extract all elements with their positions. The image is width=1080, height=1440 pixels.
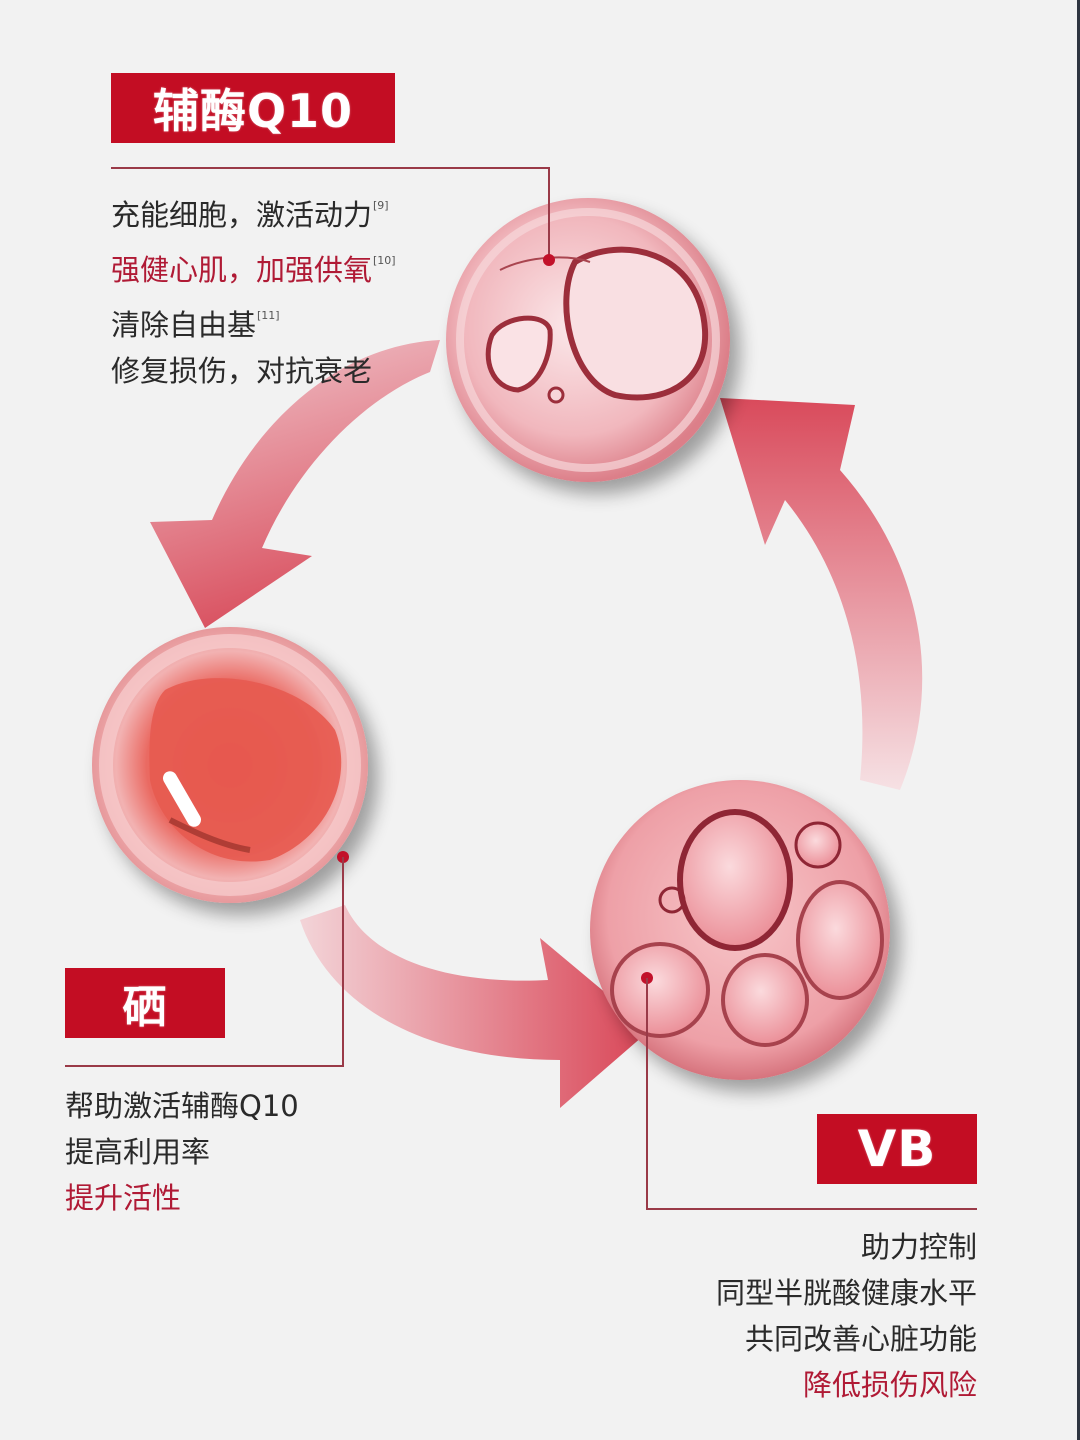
vb-line-4: 降低损伤风险 [802,1368,977,1402]
selenium-tag: 硒 [65,968,225,1038]
coq10-line-2: 强健心肌，加强供氧[10] [111,253,396,287]
coq10-tag-label: 辅酶Q10 [152,84,354,138]
selenium-line-1: 帮助激活辅酶Q10 [65,1089,299,1123]
selenium-connector-vertical [342,857,344,1067]
vb-tag: VB [817,1114,977,1184]
vb-line-1: 助力控制 [860,1230,977,1264]
coq10-description: 充能细胞，激活动力[9] 强健心肌，加强供氧[10] 清除自由基[11] 修复损… [111,183,396,394]
selenium-line-2: 提高利用率 [65,1135,211,1169]
selenium-connector-horizontal [65,1065,344,1067]
coq10-tag: 辅酶Q10 [111,73,395,143]
cell-illustration-coq10 [446,198,730,482]
coq10-connector-vertical [548,167,550,260]
selenium-line-3: 提升活性 [65,1181,182,1215]
coq10-line-3: 清除自由基[11] [111,308,280,342]
vb-line-2: 同型半胱酸健康水平 [715,1276,977,1310]
vb-tag-label: VB [857,1120,937,1178]
coq10-connector-dot-icon [543,254,555,266]
curved-arrow-down-left-icon [150,340,440,628]
coq10-connector-horizontal [111,167,550,169]
vb-description: 助力控制 同型半胱酸健康水平 共同改善心脏功能 降低损伤风险 [716,1224,977,1408]
curved-arrow-right-icon [300,905,650,1108]
vb-connector-horizontal [646,1208,977,1210]
cell-illustration-selenium [92,627,368,903]
cell-illustration-vitamin-b [590,780,890,1080]
curved-arrow-up-left-icon [720,398,923,790]
vb-line-3: 共同改善心脏功能 [744,1322,977,1356]
selenium-tag-label: 硒 [122,982,168,1033]
coq10-line-4: 修复损伤，对抗衰老 [111,354,373,388]
selenium-description: 帮助激活辅酶Q10 提高利用率 提升活性 [65,1083,299,1221]
vb-connector-vertical [646,978,648,1210]
right-edge-border [1077,0,1080,1440]
coq10-line-1: 充能细胞，激活动力[9] [111,198,389,232]
